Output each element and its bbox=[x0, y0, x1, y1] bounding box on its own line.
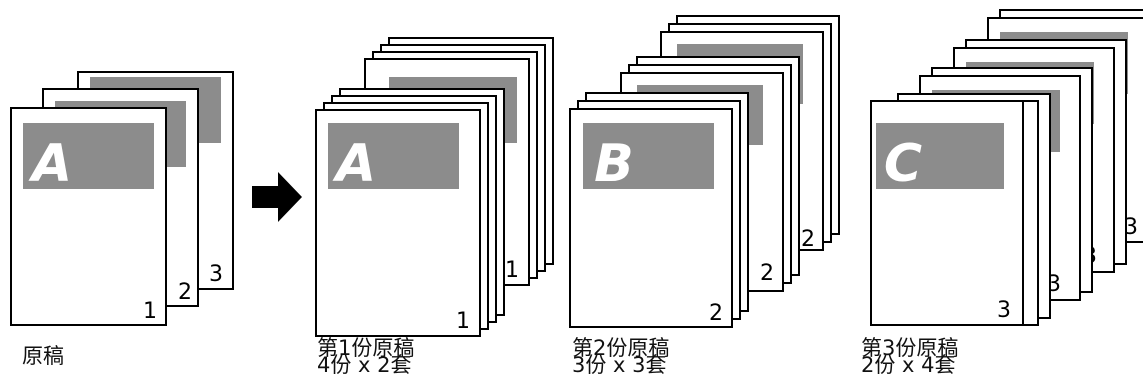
page-number: 2 bbox=[709, 301, 723, 326]
output-caption-title: 第3份原稿 bbox=[861, 336, 959, 360]
output-stack-3: 3 3 3 C 3 bbox=[870, 9, 1143, 326]
page-letter: A bbox=[332, 134, 376, 194]
header-block bbox=[328, 123, 459, 189]
original-set: 3 2 A 1 bbox=[10, 71, 234, 326]
output-caption-title: 第2份原稿 bbox=[572, 336, 670, 360]
original-caption: 原稿 bbox=[22, 344, 64, 368]
output-stack-1: 1 A 1 bbox=[315, 37, 554, 337]
page-letter: C bbox=[884, 134, 922, 194]
original-page-number: 1 bbox=[143, 299, 157, 324]
page-number: 1 bbox=[456, 309, 470, 334]
original-page-letter: A bbox=[28, 134, 72, 194]
output-caption-1: 第1份原稿 4份 x 2套 bbox=[317, 336, 415, 377]
output-caption-detail: 4份 x 2套 bbox=[317, 353, 412, 377]
output-caption-detail: 3份 x 3套 bbox=[572, 353, 667, 377]
output-caption-title: 第1份原稿 bbox=[317, 336, 415, 360]
sheet-layer-front: C 3 bbox=[870, 93, 1051, 326]
header-block bbox=[583, 123, 714, 189]
output-caption-2: 第2份原稿 3份 x 3套 bbox=[572, 336, 670, 377]
original-page-number: 3 bbox=[209, 262, 223, 287]
original-page-1: A 1 bbox=[10, 107, 167, 326]
page-number: 3 bbox=[1124, 215, 1138, 240]
right-arrow-icon bbox=[252, 172, 302, 222]
original-page-number: 2 bbox=[178, 280, 192, 305]
sheet-layer-front: B 2 bbox=[569, 92, 749, 328]
original-caption-label: 原稿 bbox=[22, 344, 64, 368]
page-number: 2 bbox=[760, 261, 774, 286]
page-number: 2 bbox=[801, 227, 815, 252]
output-caption-detail: 2份 x 4套 bbox=[861, 353, 956, 377]
sheet-layer-front: A 1 bbox=[315, 88, 505, 337]
output-stack-2: 2 2 B 2 bbox=[569, 15, 840, 328]
header-block bbox=[23, 123, 154, 189]
page-letter: B bbox=[594, 134, 634, 194]
header-block bbox=[876, 123, 1004, 189]
output-caption-3: 第3份原稿 2份 x 4套 bbox=[861, 336, 959, 377]
page-number: 3 bbox=[997, 298, 1011, 323]
page-number: 1 bbox=[505, 258, 519, 283]
